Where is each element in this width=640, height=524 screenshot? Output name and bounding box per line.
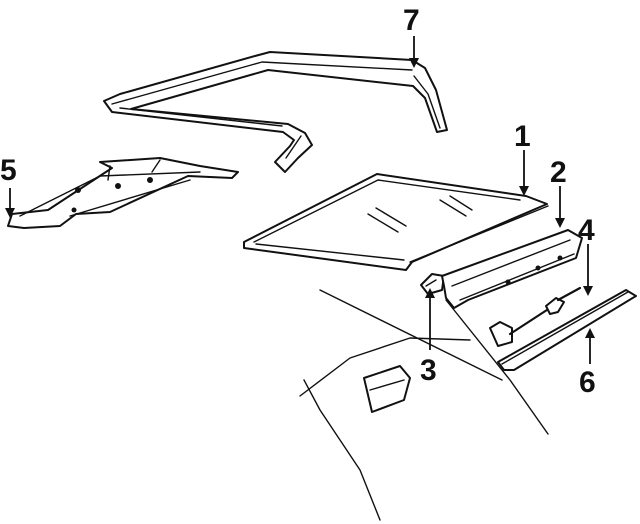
cable-assembly-part-4 — [489, 286, 582, 347]
clip-part-3 — [420, 273, 445, 295]
callout-6: 6 — [579, 366, 596, 399]
back-glass-part-1 — [243, 173, 549, 271]
callout-3: 3 — [420, 354, 437, 387]
header-trim-part-5 — [7, 157, 239, 229]
leader-lines — [5, 36, 595, 364]
callout-1: 1 — [514, 120, 531, 153]
callout-5: 5 — [0, 154, 17, 187]
callout-2: 2 — [550, 156, 567, 189]
callout-7: 7 — [403, 4, 420, 37]
trim-housing-part-2 — [441, 229, 583, 309]
callout-4: 4 — [578, 214, 595, 247]
molding-strip-part-6 — [497, 289, 637, 371]
roof-weatherstrip-part-7 — [103, 51, 448, 173]
vehicle-body-outline — [299, 289, 549, 521]
